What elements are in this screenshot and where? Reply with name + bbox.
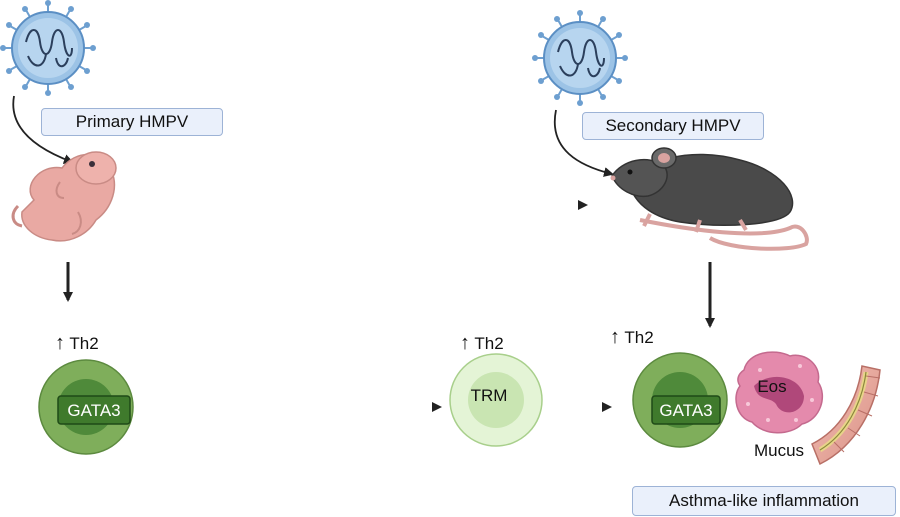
eosinophil-icon: Eos xyxy=(735,351,823,434)
adult-mouse-icon xyxy=(610,147,809,251)
secondary-infection-arrow xyxy=(553,109,614,177)
primary-hmpv-label: Primary HMPV xyxy=(41,108,223,136)
trm-label: TRM xyxy=(471,386,508,405)
airway-mucus-icon xyxy=(811,365,881,466)
newborn-pup-icon xyxy=(11,151,117,242)
th2-increase-secondary: ↑ Th2 xyxy=(610,326,654,349)
th2-cell-secondary: GATA3 xyxy=(632,352,728,448)
up-arrow-icon: ↑ xyxy=(55,332,65,354)
up-arrow-icon: ↑ xyxy=(460,332,470,354)
th2-cell-primary: GATA3 xyxy=(38,359,134,455)
th2-label-primary: Th2 xyxy=(69,334,99,353)
mucus-label: Mucus xyxy=(754,441,804,460)
th2-increase-trm: ↑ Th2 xyxy=(460,332,504,355)
gata3-label-secondary: GATA3 xyxy=(659,401,712,420)
secondary-virus-icon xyxy=(532,10,628,106)
th2-label-secondary: Th2 xyxy=(624,328,654,347)
th2-label-trm: Th2 xyxy=(474,334,504,353)
up-arrow-icon: ↑ xyxy=(610,326,620,348)
gata3-label-primary: GATA3 xyxy=(67,401,120,420)
trm-cell: TRM xyxy=(449,353,543,447)
secondary-hmpv-label: Secondary HMPV xyxy=(582,112,764,140)
th2-increase-primary: ↑ Th2 xyxy=(55,332,99,355)
eos-label: Eos xyxy=(757,377,786,396)
primary-infection-arrow xyxy=(12,95,74,164)
asthma-inflammation-label: Asthma-like inflammation xyxy=(632,486,896,516)
primary-virus-icon xyxy=(0,0,96,96)
